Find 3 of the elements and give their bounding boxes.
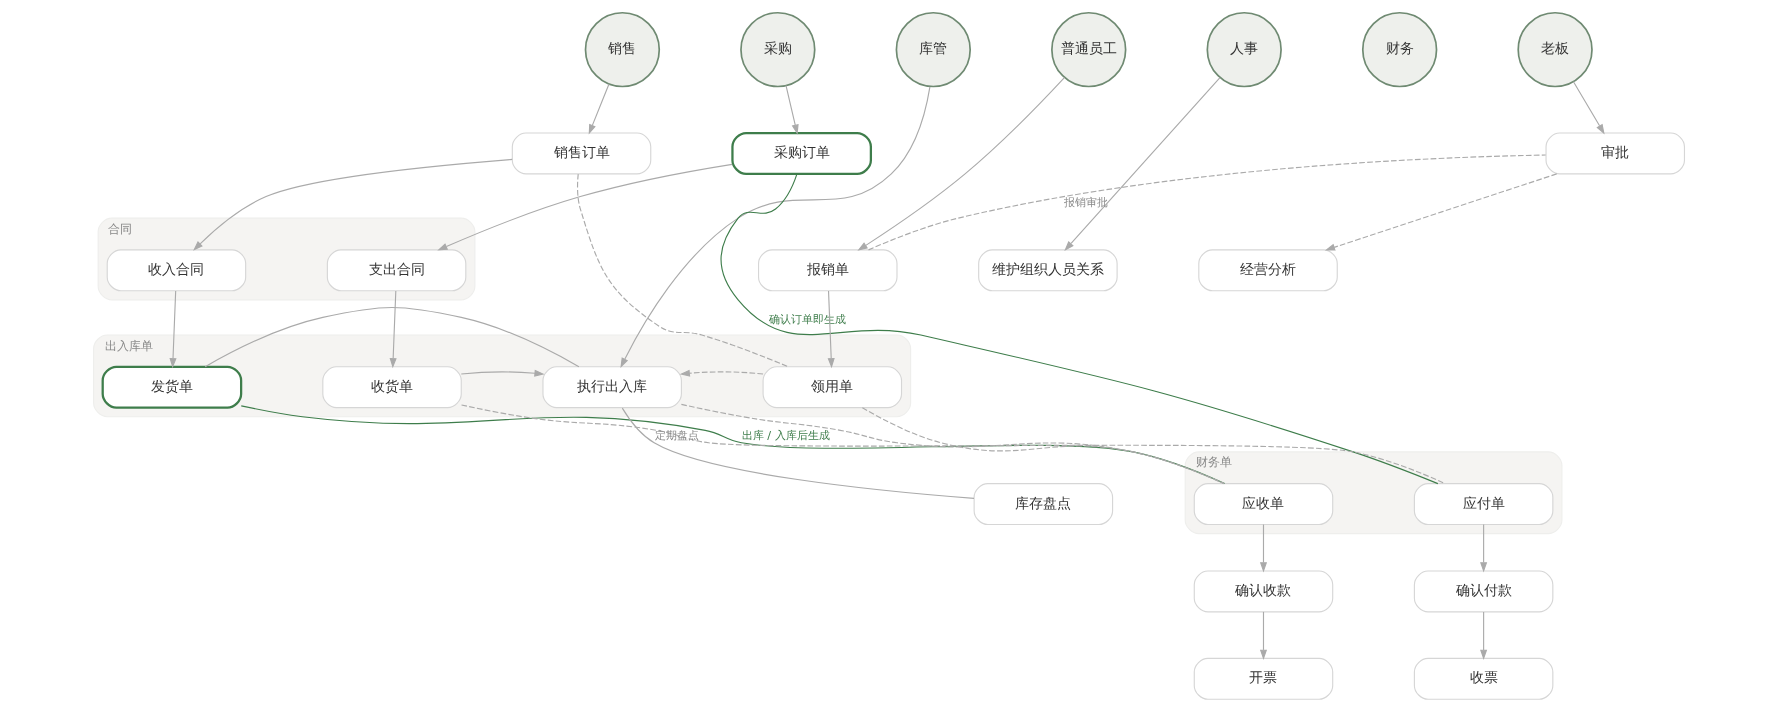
edge-label: 出库 / 入库后生成 bbox=[741, 428, 830, 443]
edge-label: 报销审批 bbox=[1063, 194, 1108, 209]
edge-label: 定期盘点 bbox=[654, 428, 699, 443]
